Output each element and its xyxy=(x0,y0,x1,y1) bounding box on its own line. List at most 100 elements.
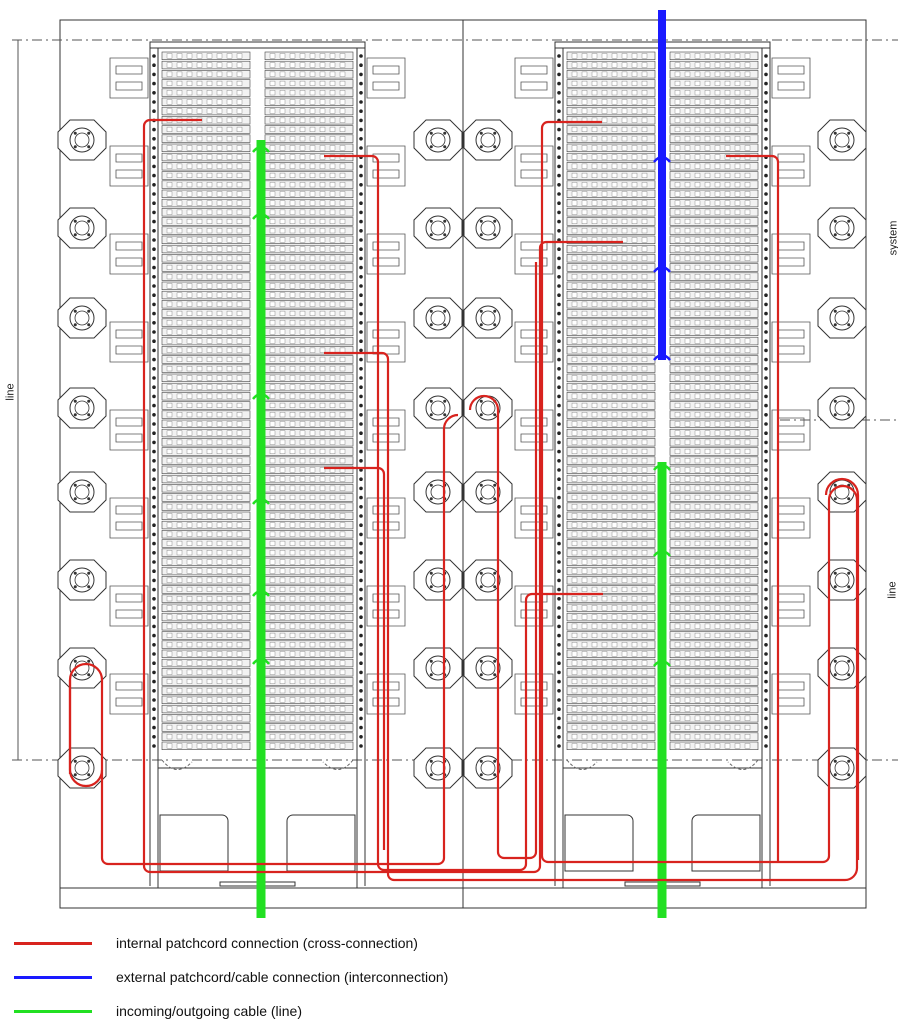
rail-dot xyxy=(152,716,156,721)
module-slot xyxy=(166,274,173,280)
module-slot xyxy=(299,688,306,694)
module-row-right xyxy=(669,116,759,125)
module-slot xyxy=(206,356,213,363)
module-slot xyxy=(226,154,233,160)
module-slot xyxy=(186,540,193,546)
module-slot xyxy=(704,292,711,298)
module-slot xyxy=(226,356,233,363)
module-slot xyxy=(724,246,731,252)
module-slot xyxy=(631,163,638,169)
module-slot xyxy=(226,458,233,464)
module-slot xyxy=(309,421,316,427)
module-slot xyxy=(571,550,578,556)
guide-ring-icon xyxy=(817,207,867,249)
module-slot xyxy=(196,586,203,592)
module-row-left xyxy=(566,622,656,631)
module-slot xyxy=(591,338,598,344)
guide-ring-bolt xyxy=(833,233,837,237)
module-slot xyxy=(339,568,346,574)
module-slot xyxy=(631,356,638,363)
module-slot xyxy=(166,504,173,510)
module-slot xyxy=(694,246,701,252)
module-slot xyxy=(714,660,721,666)
module-slot xyxy=(734,145,741,151)
rail-dot xyxy=(557,716,561,721)
module-slot xyxy=(279,163,286,169)
module-slot xyxy=(631,246,638,252)
module-slot xyxy=(279,448,286,455)
module-slot xyxy=(684,724,691,730)
module-slot xyxy=(299,136,306,142)
module-row-left xyxy=(566,465,656,474)
module-slot xyxy=(236,62,243,68)
module-slot xyxy=(674,559,681,565)
module-slot xyxy=(226,366,233,372)
rail-dot xyxy=(359,523,363,527)
rail-dot xyxy=(557,643,561,647)
module-row-left xyxy=(566,116,656,125)
module-slot xyxy=(299,476,306,482)
module-slot xyxy=(714,697,721,703)
rail-dot xyxy=(557,587,561,592)
module-slot xyxy=(694,467,701,473)
guide-ring-bolt xyxy=(833,309,837,313)
module-slot xyxy=(339,412,346,418)
module-slot xyxy=(329,706,336,712)
module-slot xyxy=(684,283,691,289)
module-slot xyxy=(694,642,701,648)
module-row-left xyxy=(566,244,656,254)
module-slot xyxy=(176,90,183,96)
rail-dot xyxy=(764,551,768,555)
module-slot xyxy=(694,724,701,730)
module-slot xyxy=(724,283,731,289)
module-slot xyxy=(571,504,578,510)
module-slot xyxy=(329,145,336,151)
module-slot xyxy=(216,550,223,556)
module-slot xyxy=(724,71,731,77)
module-slot xyxy=(329,108,336,114)
module-slot xyxy=(319,734,326,740)
rail-dot xyxy=(152,63,156,67)
module-slot xyxy=(186,320,193,326)
module-slot xyxy=(714,568,721,574)
side-bracket-left xyxy=(109,409,149,451)
module-slot xyxy=(641,540,648,546)
side-bracket-left xyxy=(514,57,554,99)
module-slot xyxy=(744,218,751,225)
guide-ring-inner xyxy=(834,760,850,776)
side-bracket-right xyxy=(366,57,406,99)
module-row-left xyxy=(566,594,656,603)
rail-dot xyxy=(557,431,561,436)
module-slot xyxy=(226,688,233,694)
module-slot xyxy=(621,706,628,712)
module-slot xyxy=(166,228,173,234)
rail-dot xyxy=(764,459,768,463)
module-slot xyxy=(279,577,286,583)
module-slot xyxy=(704,71,711,77)
module-slot xyxy=(269,338,276,344)
module-slot xyxy=(601,540,608,546)
module-slot xyxy=(289,734,296,740)
module-slot xyxy=(631,577,638,583)
module-row-left xyxy=(161,60,251,70)
module-slot xyxy=(176,200,183,206)
module-slot xyxy=(186,384,193,390)
distribution-frame-diagram xyxy=(12,10,898,918)
module-slot xyxy=(289,172,296,179)
rail-dot xyxy=(764,100,768,104)
module-slot xyxy=(631,642,638,648)
module-slot xyxy=(226,743,233,749)
module-slot xyxy=(196,62,203,68)
module-slot xyxy=(611,366,618,372)
module-slot xyxy=(674,412,681,418)
module-slot xyxy=(206,688,213,694)
module-slot xyxy=(591,329,598,335)
module-slot xyxy=(704,366,711,372)
module-slot xyxy=(641,623,648,629)
module-slot xyxy=(601,200,608,206)
guide-ring-outer xyxy=(69,395,95,421)
rail-dot xyxy=(764,670,768,675)
module-slot xyxy=(289,504,296,510)
module-slot xyxy=(591,485,598,491)
rail-dot xyxy=(764,275,768,279)
